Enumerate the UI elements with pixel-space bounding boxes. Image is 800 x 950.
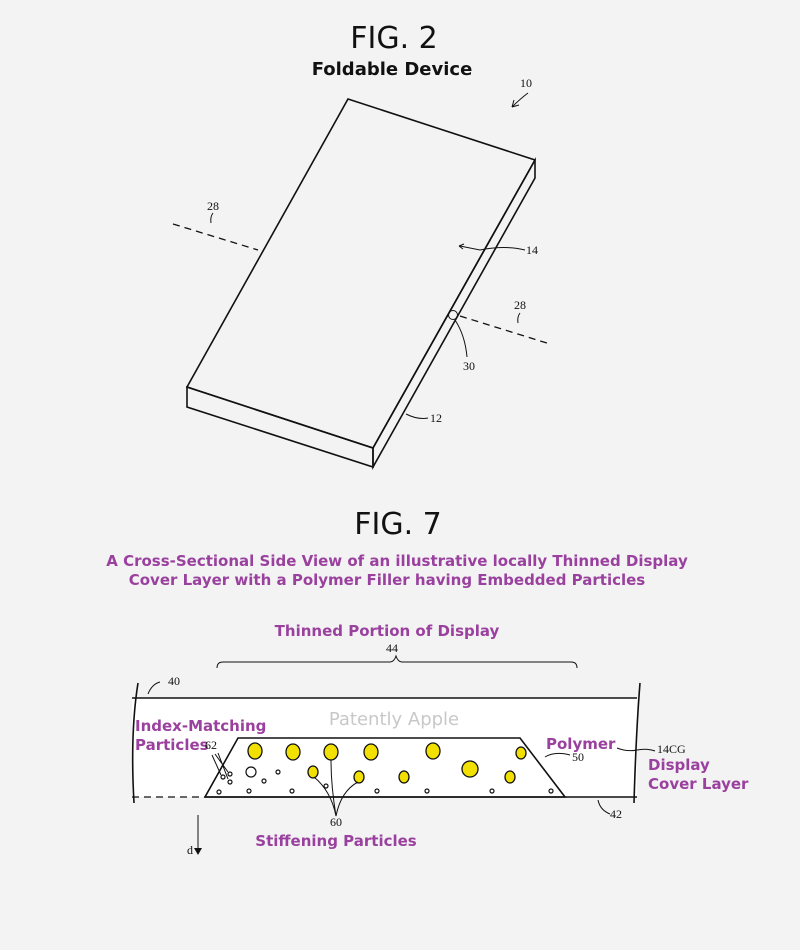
ref-44: 44 (386, 641, 398, 655)
thinned-portion-brace (216, 654, 578, 669)
display-face (185, 98, 537, 449)
ref-62: 62 (205, 738, 217, 752)
ref-28-right: 28 (514, 298, 526, 312)
foldable-device-drawing (172, 92, 551, 471)
fig7-caption-line1: A Cross-Sectional Side View of an illust… (106, 552, 688, 570)
depth-label: d (187, 843, 193, 857)
side-edge (372, 156, 536, 471)
fig2-subtitle: Foldable Device (312, 59, 473, 80)
ref-14: 14 (526, 243, 538, 257)
index-matching-particles (216, 766, 554, 795)
stiffening-particles (247, 742, 527, 784)
fig2-title: FIG. 2 (350, 21, 438, 56)
watermark: Patently Apple (329, 709, 459, 730)
fold-axis-right (459, 315, 551, 345)
index-matching-label-line1: Index-Matching (135, 717, 266, 735)
ref-12: 12 (430, 411, 442, 425)
polymer-label: Polymer (546, 735, 616, 753)
polymer-filler (203, 737, 567, 798)
ref-14cg: 14CG (657, 742, 686, 756)
ref-30: 30 (463, 359, 475, 373)
index-matching-label-line2: Particles (135, 736, 209, 754)
ref-50: 50 (572, 750, 584, 764)
ref-42: 42 (610, 807, 622, 821)
fig7-title: FIG. 7 (354, 507, 442, 542)
display-cover-label-line2: Cover Layer (648, 775, 749, 793)
ref-10: 10 (520, 76, 532, 90)
ref-28-left: 28 (207, 199, 219, 213)
fold-axis-left (172, 223, 259, 251)
display-cover-label-line1: Display (648, 756, 710, 774)
ref-60: 60 (330, 815, 342, 829)
fig7-caption-line2: Cover Layer with a Polymer Filler having… (129, 571, 646, 589)
ref-40: 40 (168, 674, 180, 688)
front-edge (186, 385, 374, 469)
cross-section-drawing (131, 681, 656, 855)
stiffening-particles-label: Stiffening Particles (255, 832, 417, 850)
hinge-point (448, 310, 458, 320)
device-leader-arrow (511, 92, 529, 108)
thinned-portion-label: Thinned Portion of Display (275, 622, 500, 640)
